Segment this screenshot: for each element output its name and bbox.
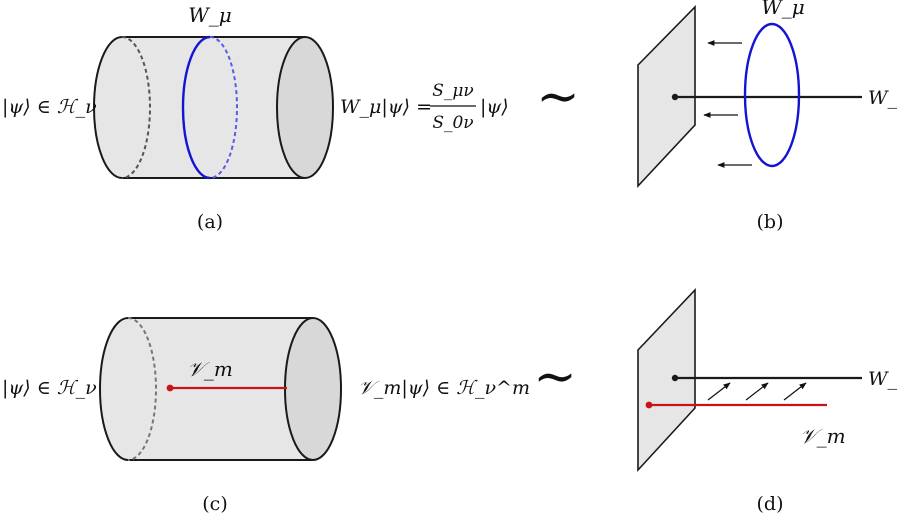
action-tail-a: |ψ⟩	[480, 96, 509, 118]
action-label-c: 𝒱_m|ψ⟩ ∈ ℋ_ν^m	[358, 377, 530, 399]
arrow-d-3	[783, 382, 807, 401]
state-label-c: |ψ⟩ ∈ ℋ_ν	[2, 377, 97, 399]
line-label-c: 𝒱_m	[187, 357, 233, 381]
line-endpoint-c	[166, 384, 174, 392]
red-label-d: 𝒱_m	[800, 424, 846, 448]
cylinder-cap-c	[284, 317, 342, 461]
equivalence-symbol-top: ∼	[536, 67, 580, 127]
red-endpoint-d	[645, 401, 653, 409]
loop-label-a: W_μ	[188, 3, 232, 27]
wilson-loop-back-a	[209, 36, 238, 179]
line-endpoint-b	[671, 93, 679, 101]
arrow-d-1	[707, 382, 731, 401]
panel-c: 𝒱_m |ψ⟩ ∈ ℋ_ν 𝒱_m|ψ⟩ ∈ ℋ_ν^m (c)	[2, 317, 530, 515]
panel-d: W_ν 𝒱_m (d)	[637, 287, 897, 515]
wilson-loop-front-a	[181, 35, 211, 180]
line-endpoint-d	[671, 374, 679, 382]
cylinder-cap-a	[276, 36, 334, 179]
equivalence-symbol-bottom: ∼	[533, 347, 577, 407]
fraction-denominator-a: S_0ν	[432, 113, 473, 133]
panel-a: W_μ |ψ⟩ ∈ ℋ_ν W_μ|ψ⟩ = S_μν S_0ν |ψ⟩ (a)	[2, 3, 509, 233]
caption-a: (a)	[197, 211, 223, 233]
arrow-d-2	[745, 382, 769, 401]
loop-label-b: W_μ	[761, 0, 805, 19]
caption-b: (b)	[757, 211, 784, 233]
hidden-edge-left-c	[127, 317, 157, 461]
line-label-d: W_ν	[868, 368, 897, 390]
defect-plane-d	[637, 287, 696, 473]
state-label-a: |ψ⟩ ∈ ℋ_ν	[2, 96, 97, 118]
wilson-loop-b	[743, 22, 801, 168]
caption-c: (c)	[202, 493, 227, 515]
cylinder-a	[93, 36, 334, 179]
defect-plane-b	[637, 5, 696, 189]
hidden-edge-left-a	[121, 36, 151, 179]
action-lhs-a: W_μ|ψ⟩ =	[340, 96, 432, 118]
panel-b: W_μ W_ν (b)	[637, 0, 897, 233]
caption-d: (d)	[757, 493, 784, 515]
line-label-b: W_ν	[868, 87, 897, 109]
fraction-numerator-a: S_μν	[432, 81, 474, 101]
